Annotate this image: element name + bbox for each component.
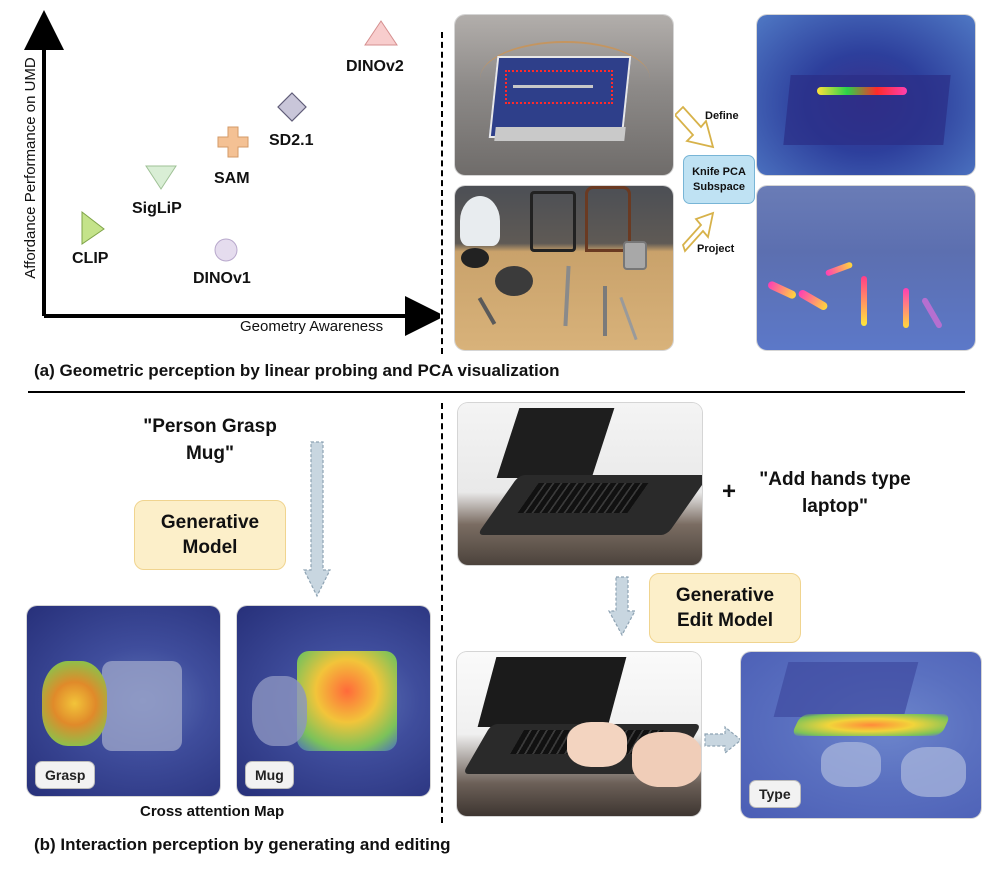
generation-down-arrow [303,441,331,598]
siglip-marker [145,165,177,190]
dinov2-marker [364,20,398,46]
x-axis-label: Geometry Awareness [240,318,384,335]
kitchen-table-photo [455,186,673,350]
dinov2-label: DINOv2 [346,58,404,75]
generative-model-line1: Generative [160,512,260,533]
generative-model-line2: Model [182,537,238,558]
edit-right-arrow [704,725,742,755]
edit-model-line1: Generative [675,585,775,606]
pca-table-visualization [757,186,975,350]
mug-attention-map: Mug [237,606,430,796]
generative-model-box: Generative Model [134,500,286,570]
edit-prompt-line2: laptop" [802,496,868,517]
clip-marker [81,210,105,245]
generative-edit-model-box: Generative Edit Model [649,573,801,643]
plus-sign: + [722,478,737,505]
section-divider-b [441,403,443,823]
dinov1-marker [214,238,238,262]
edit-down-arrow [607,576,637,637]
dinov1-label: DINOv1 [193,270,251,287]
hands-typing-photo [457,652,701,816]
type-tag: Type [749,780,801,808]
caption-a: (a) Geometric perception by linear probi… [34,361,560,380]
mug-tag: Mug [245,761,294,789]
grasp-tag: Grasp [35,761,96,789]
pca-tray-visualization [757,15,975,175]
sam-label: SAM [214,170,250,187]
grasp-attention-map: Grasp [27,606,220,796]
laptop-photo [458,403,702,565]
section-divider-a [441,32,443,354]
edit-prompt: "Add hands type laptop" [740,466,930,520]
edit-model-line2: Edit Model [676,610,774,631]
knife-tray-photo [455,15,673,175]
type-attention-map: Type [741,652,981,818]
y-axis-label: Affordance Performance on UMD [22,57,39,279]
subspace-label-line1: Knife PCA [692,165,746,178]
scatter-plot [24,10,440,336]
define-project-arrows [675,105,715,253]
knife-pca-subspace-box: Knife PCA Subspace [683,155,755,204]
sd21-label: SD2.1 [269,132,314,149]
sam-marker [217,126,249,158]
define-label: Define [705,110,739,122]
siglip-label: SigLiP [132,200,182,217]
clip-label: CLIP [72,250,109,267]
subspace-label-line2: Subspace [693,180,745,193]
generation-prompt-line1: "Person Grasp [143,416,277,437]
generation-prompt-line2: Mug" [185,443,235,464]
cross-attention-caption: Cross attention Map [140,803,285,820]
horizontal-divider [28,391,965,393]
project-label: Project [697,243,735,255]
generation-prompt: "Person Grasp Mug" [120,413,300,467]
caption-b: (b) Interaction perception by generating… [34,835,451,854]
edit-prompt-line1: "Add hands type [759,469,911,490]
sd21-marker [277,92,307,122]
